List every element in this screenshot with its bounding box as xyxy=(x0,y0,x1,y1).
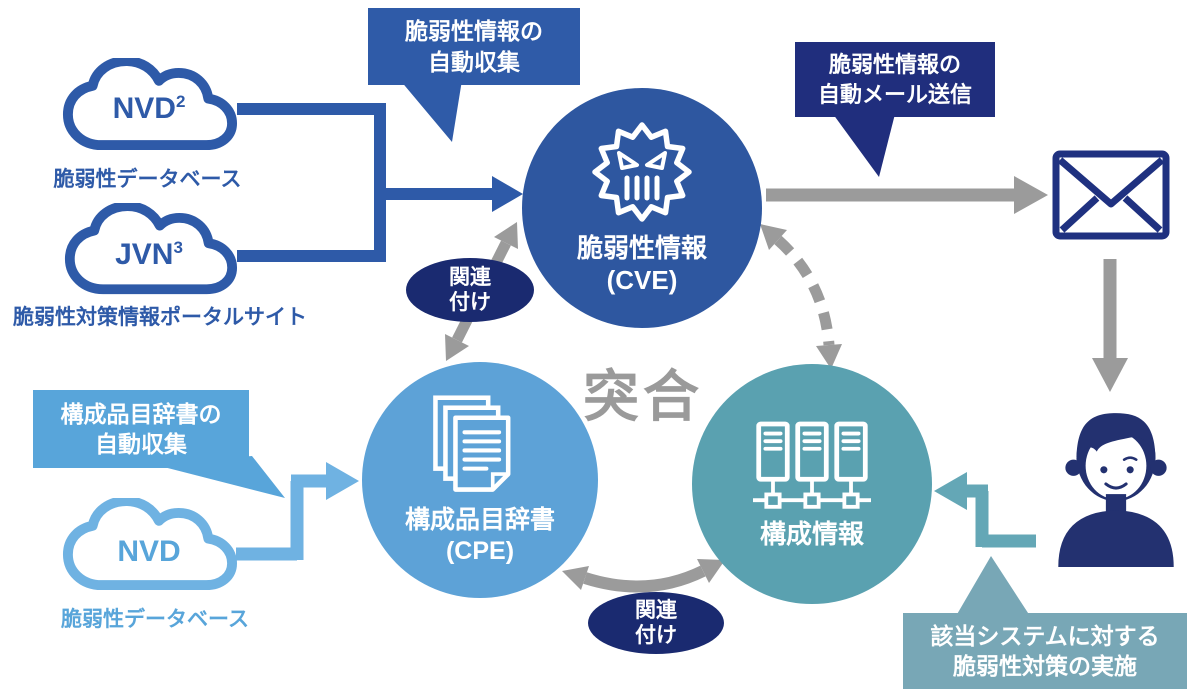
node-title: 構成情報 xyxy=(759,518,864,549)
arrowhead-mail xyxy=(1014,176,1048,214)
virus-icon xyxy=(592,121,692,222)
lightblue-arrowhead xyxy=(326,462,359,500)
server-rack-icon xyxy=(753,421,871,509)
footnote-ref: 2 xyxy=(175,92,186,111)
callout-apply-measures: 該当システムに対する 脆弱性対策の実施 xyxy=(903,613,1187,689)
cloud-icon-jvn xyxy=(64,203,238,295)
footnote-ref: 3 xyxy=(173,238,183,257)
cloud-label-nvd-top: NVD2 xyxy=(112,92,186,125)
person-icon xyxy=(1058,413,1174,567)
cloud-icon-nvd-bottom xyxy=(62,498,238,591)
callout-pointer-auto-mail xyxy=(833,114,895,177)
callout-auto-collect-vulnerability: 脆弱性情報の 自動収集 xyxy=(368,8,580,85)
double-arrow-cpe-config xyxy=(562,559,725,593)
association-label-bottom: 関連 付け xyxy=(588,592,724,654)
blue-arrowhead xyxy=(492,176,523,212)
blue-connector-arrow xyxy=(237,103,496,262)
association-label-top: 関連 付け xyxy=(406,258,534,322)
callout-auto-collect-dictionary: 構成品目辞書の 自動収集 xyxy=(33,390,249,468)
teal-elbow-arrow xyxy=(966,484,1036,548)
nvd-database-label: 脆弱性データベース xyxy=(53,168,242,191)
dashed-double-arrow-cve-config xyxy=(760,224,842,369)
node-subtitle: (CVE) xyxy=(606,265,678,295)
callout-pointer-auto-collect xyxy=(400,80,462,142)
nvd-database-label-bottom: 脆弱性データベース xyxy=(61,608,249,631)
envelope-icon xyxy=(1052,150,1170,240)
jvn-portal-label: 脆弱性対策情報ポータルサイト xyxy=(13,306,307,329)
node-vulnerability-info-cve: 脆弱性情報 (CVE) xyxy=(522,88,762,328)
node-config-item-dictionary-cpe: 構成品目辞書 (CPE) xyxy=(362,362,598,598)
cloud-label-jvn: JVN3 xyxy=(115,238,183,271)
matching-label: 突合 xyxy=(583,365,703,428)
node-subtitle: (CPE) xyxy=(445,537,515,565)
arrowhead-person xyxy=(1092,358,1128,392)
callout-pointer-measures xyxy=(956,556,1030,616)
node-title: 構成品目辞書 xyxy=(404,505,555,534)
cloud-icon-nvd-top xyxy=(62,58,238,151)
node-title: 脆弱性情報 xyxy=(576,232,707,263)
lightblue-elbow-arrow xyxy=(236,474,326,561)
callout-auto-mail: 脆弱性情報の 自動メール送信 xyxy=(795,42,995,117)
node-configuration-info: 構成情報 xyxy=(692,364,932,604)
teal-arrowhead xyxy=(934,472,967,510)
documents-icon xyxy=(433,395,511,492)
cloud-label-nvd-bottom: NVD xyxy=(117,535,181,568)
